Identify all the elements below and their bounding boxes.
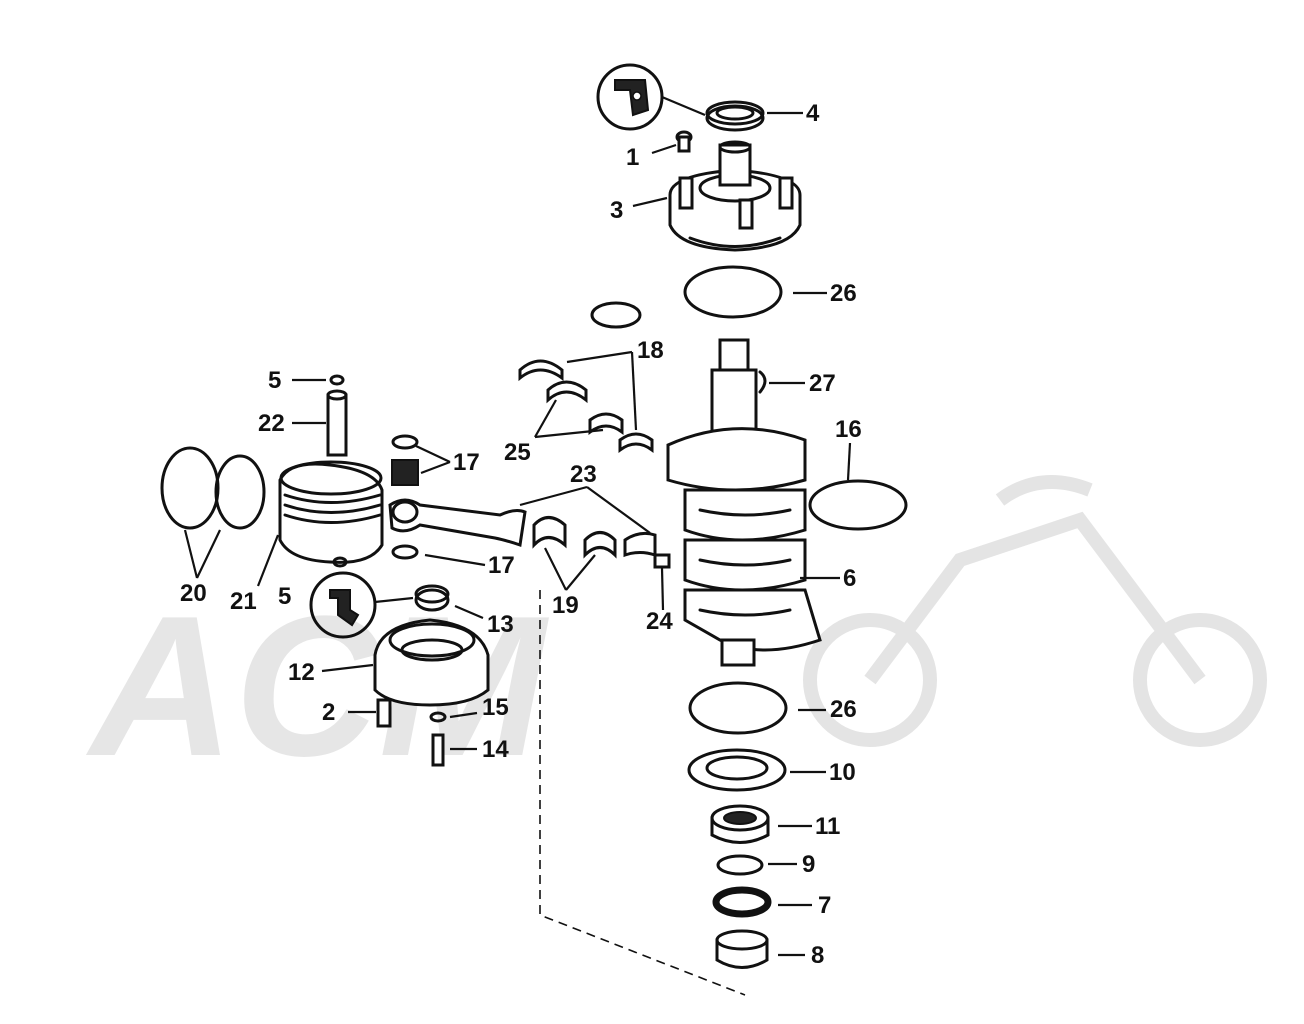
part-ball-bearing-11 xyxy=(710,804,770,844)
callout-17-upper: 17 xyxy=(453,449,480,476)
part-key-27 xyxy=(758,370,767,394)
callout-2: 2 xyxy=(322,699,335,726)
callout-6: 6 xyxy=(843,565,856,592)
part-washer-15 xyxy=(429,711,447,723)
part-screw-14 xyxy=(431,733,445,767)
callout-23: 23 xyxy=(570,461,597,488)
part-connecting-rod xyxy=(388,498,527,547)
callout-5-upper: 5 xyxy=(268,367,281,394)
callout-17-lower: 17 xyxy=(488,552,515,579)
part-crankshaft-6 xyxy=(666,338,822,667)
callout-24: 24 xyxy=(646,608,673,635)
part-seal-4 xyxy=(705,100,765,132)
callout-26-lower: 26 xyxy=(830,696,857,723)
callout-26-upper: 26 xyxy=(830,280,857,307)
alignment-dashed-line xyxy=(539,590,746,996)
part-retaining-ring-18 xyxy=(590,301,642,329)
watermark: ACM xyxy=(85,475,1267,798)
callout-14: 14 xyxy=(482,736,509,763)
callout-1: 1 xyxy=(626,144,639,171)
part-needle-bearing-17 xyxy=(391,434,419,560)
part-retaining-ring-16 xyxy=(808,479,908,531)
part-piston-pin-22 xyxy=(326,389,348,457)
callout-10: 10 xyxy=(829,759,856,786)
part-rod-screw-24 xyxy=(653,553,671,569)
part-sleeve-8 xyxy=(715,929,769,969)
callout-16: 16 xyxy=(835,416,862,443)
callout-13: 13 xyxy=(487,611,514,638)
callout-3: 3 xyxy=(610,197,623,224)
callout-numbers: 4 1 3 26 18 27 16 25 5 22 17 23 17 6 20 … xyxy=(180,100,862,969)
motorcycle-watermark-icon xyxy=(803,475,1267,747)
part-o-ring-26-upper xyxy=(683,265,783,319)
part-lower-bearing-housing-12 xyxy=(373,618,490,707)
callout-27: 27 xyxy=(809,370,836,397)
callout-15: 15 xyxy=(482,694,509,721)
part-bearing-race-18 xyxy=(518,359,654,453)
callout-22: 22 xyxy=(258,410,285,437)
part-upper-bearing-housing-3 xyxy=(668,140,802,252)
callout-12: 12 xyxy=(288,659,315,686)
part-seal-7 xyxy=(712,886,772,918)
part-snap-ring-9 xyxy=(716,854,764,876)
part-bearing-halves-19 xyxy=(532,516,617,559)
callout-21: 21 xyxy=(230,588,257,615)
part-clip-5-upper xyxy=(329,374,345,386)
part-piston-rings-20 xyxy=(160,446,266,530)
callout-25: 25 xyxy=(504,439,531,466)
part-retainer-plate-10 xyxy=(687,748,787,792)
callout-20: 20 xyxy=(180,580,207,607)
sealant-icon xyxy=(596,63,664,131)
callout-5-lower: 5 xyxy=(278,583,291,610)
callout-9: 9 xyxy=(802,851,815,878)
part-piston-21 xyxy=(278,460,384,564)
callout-4: 4 xyxy=(806,100,820,127)
callout-11: 11 xyxy=(815,813,840,840)
part-needle-bearing-25 xyxy=(546,380,624,435)
callout-19: 19 xyxy=(552,592,579,619)
adhesive-icon xyxy=(309,571,377,639)
callout-7: 7 xyxy=(818,892,831,919)
part-clip-5-lower xyxy=(332,556,348,568)
part-dowel-pin-1 xyxy=(675,130,693,153)
part-rod-cap-23 xyxy=(623,531,657,558)
part-seal-13 xyxy=(414,584,450,612)
callout-8: 8 xyxy=(811,942,824,969)
callout-18: 18 xyxy=(637,337,664,364)
part-screw-2 xyxy=(376,698,392,728)
leader-lines xyxy=(183,111,852,957)
part-o-ring-26-lower xyxy=(688,681,788,735)
